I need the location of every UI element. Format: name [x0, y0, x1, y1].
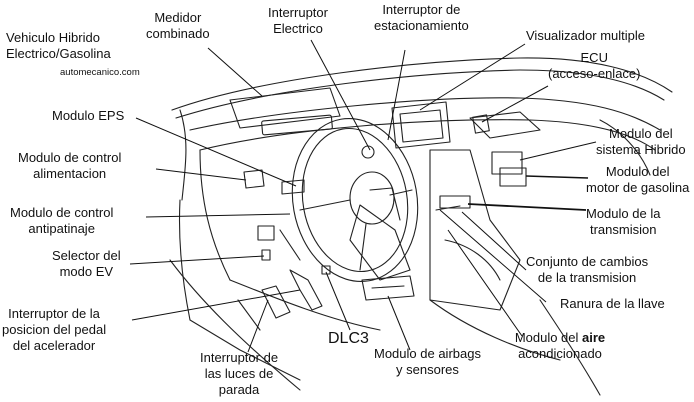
leader-aire — [447, 229, 523, 337]
label-modulo-eps: Modulo EPS — [52, 108, 125, 123]
leader-medidor — [207, 47, 263, 97]
leader-visualizador — [419, 43, 526, 111]
windshield-frame — [171, 57, 673, 111]
dashboard-top — [189, 97, 661, 131]
label-modulo-alimentacion: Modulo de control alimentacion — [18, 150, 122, 181]
leader-antipatinaje — [145, 213, 291, 218]
leader-estacionamiento — [387, 49, 406, 141]
label-modulo-aire-bold: aire — [582, 330, 606, 345]
airbag-module — [361, 275, 415, 301]
leader-alimentacion — [155, 168, 247, 181]
accelerator-pedal — [289, 269, 323, 311]
power-module — [243, 169, 265, 189]
label-modulo-aire-suffix: acondicionado — [518, 346, 602, 361]
dlc3-port — [321, 265, 331, 275]
steering-column — [349, 204, 411, 281]
label-modulo-aire-prefix: Modulo del — [514, 330, 583, 345]
label-interruptor-estacionamiento: Interruptor de estacionamiento — [374, 2, 469, 33]
label-ecu: ECU (acceso-enlace) — [548, 50, 641, 81]
label-modulo-antipatinaje: Modulo de control antipatinaje — [10, 205, 114, 236]
leader-ranura — [439, 209, 547, 303]
leader-luces — [247, 299, 269, 353]
label-modulo-airbags: Modulo de airbags y sensores — [374, 346, 481, 377]
steering-wheel — [291, 117, 419, 283]
leader-gasolina — [525, 175, 589, 179]
leader-transmision — [467, 203, 587, 211]
leader-hibrido — [519, 141, 597, 161]
label-vehiculo-hibrido: Vehiculo Hibrido Electrico/Gasolina — [6, 30, 111, 61]
label-selector-ev: Selector del modo EV — [52, 248, 121, 279]
watermark-automecanico: automecanico.com — [60, 67, 140, 78]
label-modulo-transmision: Modulo de la transmision — [586, 206, 661, 237]
multi-display — [391, 101, 451, 149]
leader-cambios — [461, 211, 527, 271]
leader-dlc3 — [325, 271, 351, 331]
label-interruptor-pedal: Interruptor de la posicion del pedal del… — [2, 306, 107, 353]
leader-eps — [135, 117, 297, 187]
leader-pedal — [131, 289, 301, 321]
leader-selector — [129, 255, 265, 265]
label-modulo-hibrido: Modulo del sistema Hibrido — [596, 126, 686, 157]
label-interruptor-electrico: Interruptor Electrico — [268, 5, 328, 36]
hybrid-module-box — [491, 151, 523, 175]
label-ranura-llave: Ranura de la llave — [560, 296, 665, 311]
label-conjunto-cambios: Conjunto de cambios de la transmision — [526, 254, 649, 285]
label-medidor-combinado: Medidor combinado — [146, 10, 210, 41]
leader-interruptor-electrico — [310, 39, 371, 151]
leader-airbags — [387, 295, 411, 351]
label-interruptor-luces: Interruptor de las luces de parada — [200, 350, 279, 397]
label-modulo-gasolina: Modulo del motor de gasolina — [586, 164, 690, 195]
instrument-cluster — [229, 87, 341, 129]
leader-ecu — [481, 85, 549, 123]
label-visualizador-multiple: Visualizador multiple — [526, 28, 645, 43]
label-dlc3: DLC3 — [328, 330, 369, 347]
